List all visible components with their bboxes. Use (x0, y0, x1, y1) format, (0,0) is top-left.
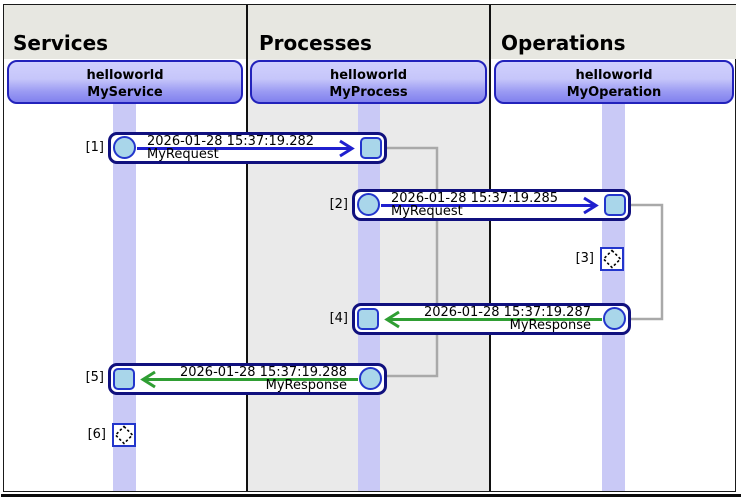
message-endpoint-icon (360, 137, 382, 159)
milestone-diamond-icon (602, 249, 622, 269)
header-band (4, 5, 736, 59)
message-timestamp: 2026-01-28 15:37:19.288 (179, 365, 347, 380)
connector-operation-flow (630, 203, 664, 321)
column-title-operations: Operations (501, 31, 626, 55)
window-bottom-edge (1, 494, 741, 497)
participant-namespace: helloworld (329, 68, 408, 83)
message-event-1[interactable]: 2026-01-28 15:37:19.282 MyRequest (108, 132, 387, 164)
message-origin-icon (359, 367, 382, 390)
message-name: MyResponse (265, 378, 347, 393)
message-endpoint-icon (604, 194, 626, 216)
message-name: MyRequest (147, 147, 219, 162)
milestone-diamond-icon (114, 425, 134, 445)
column-divider-1 (246, 5, 248, 491)
column-divider-2 (489, 5, 491, 491)
message-endpoint-icon (357, 308, 379, 330)
request-arrow-icon (137, 139, 355, 158)
connector-process-flow (386, 146, 439, 378)
column-title-processes: Processes (259, 31, 372, 55)
message-timestamp: 2026-01-28 15:37:19.285 (391, 191, 559, 206)
milestone-event-3[interactable] (600, 247, 624, 271)
participant-myservice[interactable]: helloworld MyService (7, 60, 243, 104)
event-index-label: [1] (85, 140, 104, 155)
event-index-label: [6] (87, 427, 106, 442)
message-event-2[interactable]: 2026-01-28 15:37:19.285 MyRequest (352, 189, 631, 221)
message-origin-icon (603, 307, 626, 330)
message-event-5[interactable]: 2026-01-28 15:37:19.288 MyResponse (108, 363, 387, 395)
message-origin-icon (357, 193, 380, 216)
participant-namespace: helloworld (86, 68, 164, 83)
message-endpoint-icon (113, 368, 135, 390)
participant-namespace: helloworld (575, 68, 653, 83)
column-title-services: Services (13, 31, 109, 55)
message-event-4[interactable]: 2026-01-28 15:37:19.287 MyResponse (352, 303, 631, 335)
message-name: MyResponse (509, 318, 591, 333)
request-arrow-icon (381, 196, 599, 215)
response-arrow-icon (384, 310, 602, 329)
message-timestamp: 2026-01-28 15:37:19.282 (147, 134, 315, 149)
event-index-label: [2] (329, 197, 348, 212)
participant-name: MyOperation (566, 85, 662, 100)
event-index-label: [5] (85, 370, 104, 385)
event-index-label: [4] (329, 311, 348, 326)
participant-name: MyProcess (329, 85, 408, 100)
milestone-event-6[interactable] (112, 423, 136, 447)
participant-myoperation[interactable]: helloworld MyOperation (494, 60, 734, 104)
participant-name: MyService (87, 85, 163, 100)
response-arrow-icon (140, 370, 358, 389)
message-timestamp: 2026-01-28 15:37:19.287 (423, 305, 591, 320)
message-name: MyRequest (391, 204, 463, 219)
event-index-label: [3] (575, 251, 594, 266)
participant-myprocess[interactable]: helloworld MyProcess (250, 60, 487, 104)
message-origin-icon (113, 136, 136, 159)
